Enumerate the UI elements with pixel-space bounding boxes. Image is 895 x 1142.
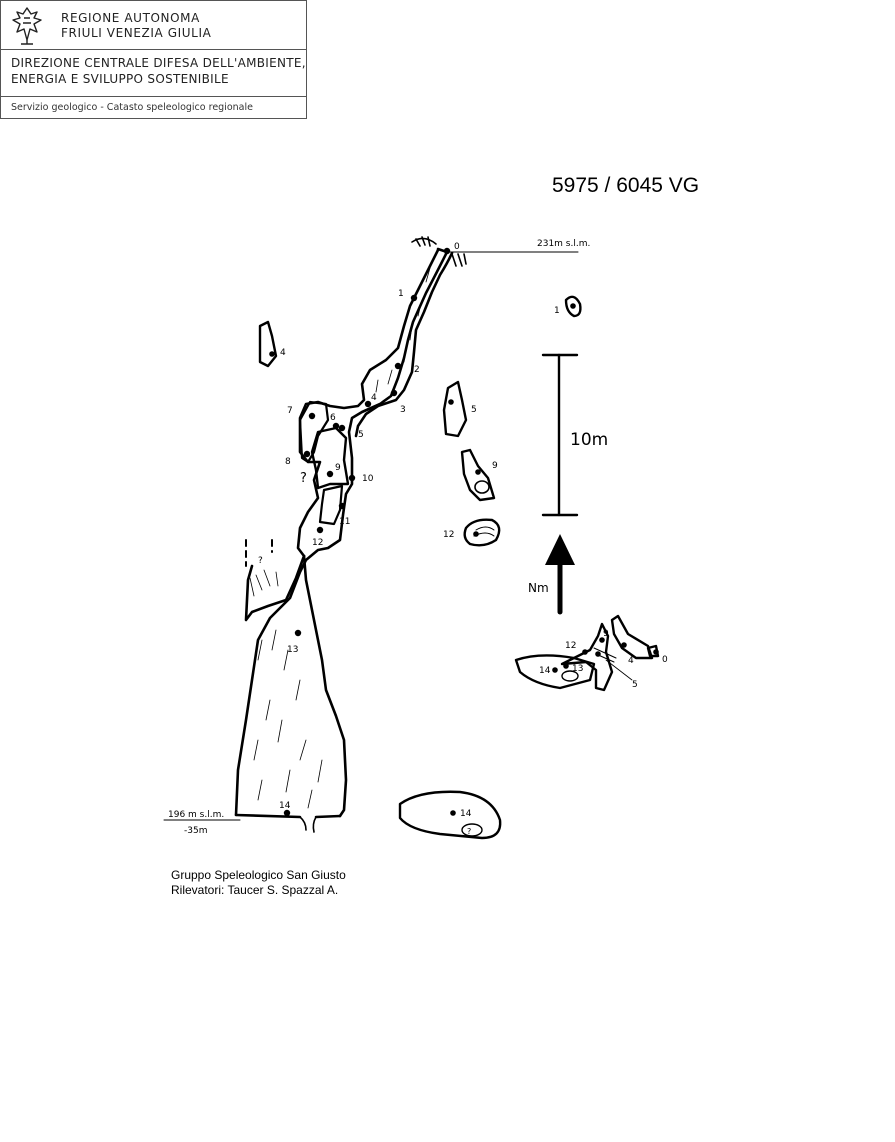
section-labels: 0 1 2 3 4 5 6 7 8 9 10 11 12 13 14 1 4 5… bbox=[279, 242, 668, 819]
plan-label-12: 12 bbox=[565, 641, 576, 651]
unknown-mark-cross-section: ? bbox=[467, 827, 471, 836]
cross-section-1 bbox=[564, 295, 582, 318]
scale-label: 10m bbox=[570, 430, 608, 450]
section-outline-chamber bbox=[244, 554, 306, 622]
plan-label-5: 5 bbox=[632, 680, 638, 690]
region-line-1: REGIONE AUTONOMA bbox=[61, 11, 200, 25]
bottom-depth: -35m bbox=[184, 826, 207, 836]
station-label-3: 3 bbox=[400, 405, 406, 415]
section-station-dots bbox=[283, 247, 451, 817]
section-bottom-passage bbox=[299, 816, 317, 833]
direction-line-2: ENERGIA E SVILUPPO SOSTENIBILE bbox=[11, 72, 229, 86]
credits-surveyors: Rilevatori: Taucer S. Spazzal A. bbox=[171, 883, 339, 897]
unexplored-passage bbox=[245, 539, 273, 567]
entrance-hatching bbox=[411, 236, 467, 267]
credits-group: Gruppo Speleologico San Giusto bbox=[171, 868, 346, 882]
header-box: REGIONE AUTONOMA FRIULI VENEZIA GIULIA D… bbox=[0, 0, 307, 119]
unknown-mark-section: ? bbox=[300, 471, 307, 486]
unknown-mark-top: ? bbox=[258, 556, 263, 566]
plan-label-13: 13 bbox=[572, 664, 583, 674]
entrance-elevation: 231m s.l.m. bbox=[537, 239, 590, 249]
header-region-row: REGIONE AUTONOMA FRIULI VENEZIA GIULIA bbox=[1, 1, 306, 50]
north-arrow bbox=[545, 534, 575, 615]
station-label-9: 9 bbox=[335, 463, 341, 473]
chamber-7-8 bbox=[298, 400, 330, 464]
cave-code: 5975 / 6045 VG bbox=[552, 174, 700, 197]
plan-view bbox=[514, 614, 660, 692]
plan-station-dots bbox=[552, 637, 659, 673]
station-label-2: 2 bbox=[414, 365, 420, 375]
cross-section-14 bbox=[398, 790, 502, 840]
scale-bar bbox=[541, 353, 579, 517]
cross-section-5 bbox=[442, 380, 468, 438]
cross-section-label-1: 1 bbox=[554, 306, 560, 316]
region-name: REGIONE AUTONOMA FRIULI VENEZIA GIULIA bbox=[61, 11, 211, 41]
station-label-12: 12 bbox=[312, 538, 323, 548]
plan-label-14: 14 bbox=[539, 666, 551, 676]
cross-section-label-5: 5 bbox=[471, 405, 477, 415]
cross-section-9 bbox=[460, 448, 496, 502]
station-label-11: 11 bbox=[339, 517, 350, 527]
section-outline-left bbox=[296, 248, 440, 558]
plan-label-9: 9 bbox=[603, 629, 609, 639]
station-label-10: 10 bbox=[362, 474, 374, 484]
cross-section-12 bbox=[463, 518, 501, 547]
station-label-6: 6 bbox=[330, 413, 336, 423]
station-label-7: 7 bbox=[287, 406, 293, 416]
service-name: Servizio geologico - Catasto speleologic… bbox=[11, 102, 253, 113]
cross-section-label-9: 9 bbox=[492, 461, 498, 471]
section-outline-right bbox=[354, 251, 454, 438]
direction-line-1: DIREZIONE CENTRALE DIFESA DELL'AMBIENTE, bbox=[11, 56, 306, 70]
station-label-14: 14 bbox=[279, 801, 291, 811]
direction-name: DIREZIONE CENTRALE DIFESA DELL'AMBIENTE,… bbox=[11, 55, 306, 87]
plan-label-4: 4 bbox=[628, 656, 634, 666]
plan-label-0: 0 bbox=[662, 655, 668, 665]
cross-section-label-12: 12 bbox=[443, 530, 454, 540]
station-label-4: 4 bbox=[371, 393, 377, 403]
chamber-11 bbox=[318, 484, 344, 526]
station-label-13: 13 bbox=[287, 645, 298, 655]
station-label-1: 1 bbox=[398, 289, 404, 299]
north-label: Nm bbox=[528, 581, 549, 595]
section-outline-upper bbox=[234, 247, 449, 817]
station-label-8: 8 bbox=[285, 457, 291, 467]
region-line-2: FRIULI VENEZIA GIULIA bbox=[61, 26, 212, 40]
section-floor bbox=[234, 813, 342, 819]
eagle-emblem-icon bbox=[12, 7, 42, 45]
station-label-5: 5 bbox=[358, 430, 364, 440]
credits: Gruppo Speleologico San Giusto Rilevator… bbox=[171, 868, 346, 898]
station-label-0: 0 bbox=[454, 242, 460, 252]
section-hatching bbox=[249, 267, 431, 809]
header-direction-row: DIREZIONE CENTRALE DIFESA DELL'AMBIENTE,… bbox=[1, 50, 306, 97]
cross-section-label-4: 4 bbox=[280, 348, 286, 358]
cross-section-label-14: 14 bbox=[460, 809, 472, 819]
cross-section-4 bbox=[258, 320, 278, 368]
bottom-elevation: 196 m s.l.m. bbox=[168, 810, 224, 820]
chamber-9-10 bbox=[310, 426, 350, 490]
section-outline-chamber-right bbox=[302, 554, 348, 818]
